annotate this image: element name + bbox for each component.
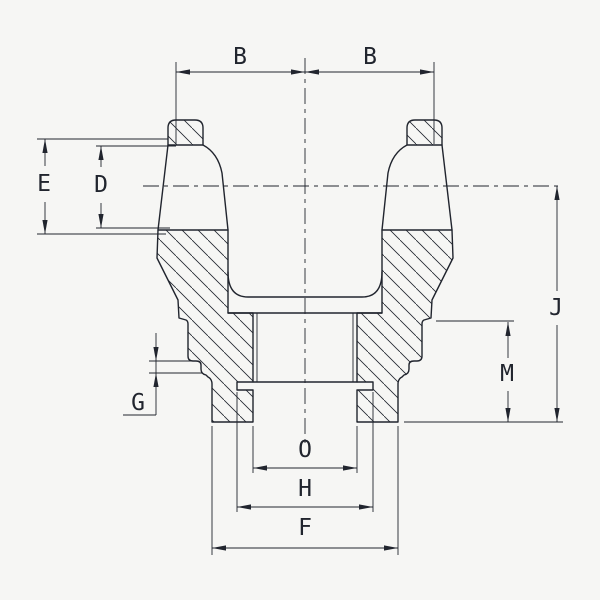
dim-label-j: J [549,295,563,321]
right-bearing-cap [406,119,443,146]
part-geometry [156,119,454,423]
dim-label-b-left: B [233,44,247,70]
o-arrow-right [343,465,357,471]
f-arrow-left [212,545,226,551]
f-arrow-right [384,545,398,551]
dim-label-d: D [94,172,108,198]
b-arrow-center-right [291,69,305,75]
dimension-f: F [211,426,399,555]
dim-label-e: E [37,171,51,197]
d-arrow-bottom [98,214,104,228]
dimension-e: E [37,138,168,235]
dimension-o: O [252,426,358,473]
dimension-g: G [123,333,202,416]
h-arrow-left [237,504,251,510]
dimension-d: D [94,145,176,229]
o-arrow-left [253,465,267,471]
left-ear-outline [157,144,229,231]
dimension-b: B B [175,44,435,144]
j-arrow-top [554,186,560,200]
g-arrow-up [153,373,159,387]
dim-label-f: F [298,515,312,541]
e-arrow-bottom [42,220,48,234]
j-arrow-bottom [554,408,560,422]
right-body-section [356,229,454,423]
g-arrow-down [153,347,159,361]
b-arrow-right [420,69,434,75]
m-arrow-top [505,322,511,336]
b-arrow-left [176,69,190,75]
dim-label-o: O [298,437,312,463]
dim-label-h: H [298,476,312,502]
e-arrow-top [42,139,48,153]
left-body-section [156,229,254,423]
centerlines [143,58,563,443]
d-arrow-top [98,146,104,160]
dimension-m: M [436,320,514,422]
dim-label-g: G [131,390,145,416]
b-arrow-center-left [305,69,319,75]
dim-label-m: M [500,361,514,387]
dimension-j: J [404,186,563,423]
right-ear-outline [381,144,453,231]
m-arrow-bottom [505,408,511,422]
dimension-h: H [236,392,374,512]
h-arrow-right [359,504,373,510]
left-bearing-cap [167,119,204,146]
saddle-floor-curve [227,271,383,298]
dim-label-b-right: B [363,44,377,70]
